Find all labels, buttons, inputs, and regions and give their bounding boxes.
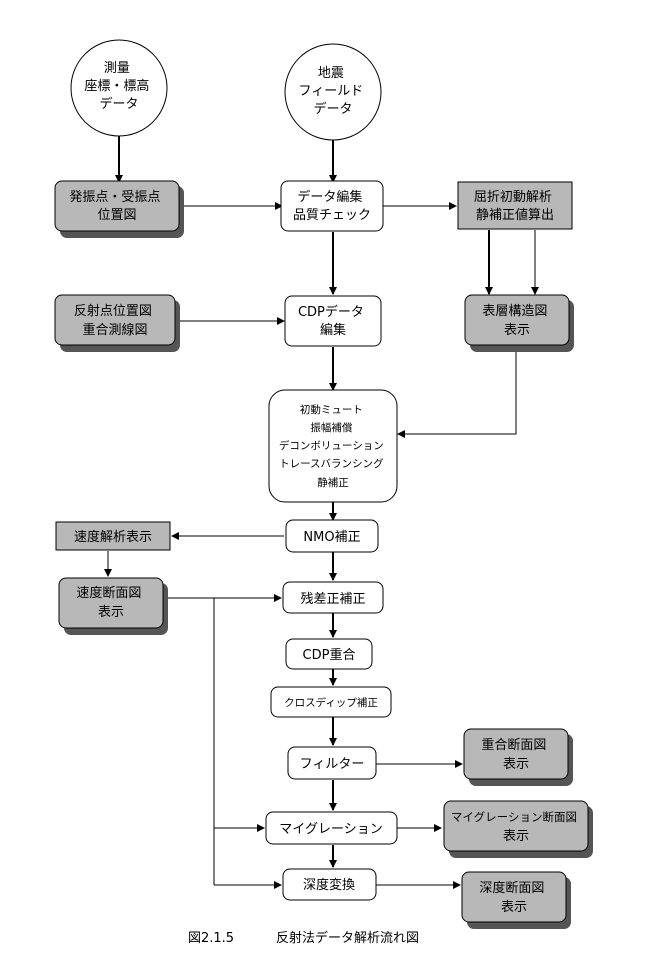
residual-statics-box: 残差正補正	[282, 581, 384, 614]
cdp-stack-label: CDP重合	[303, 647, 356, 663]
shot-receiver-line-2: 位置図	[97, 208, 136, 223]
connectors	[104, 135, 539, 889]
nmo-correction-box: NMO補正	[285, 519, 379, 553]
depth-section-line-1: 深度断面図	[479, 880, 544, 896]
stack-section-line-1: 重合断面図	[481, 737, 546, 753]
svg-text:マイグレーション断面図 表示: マイグレーション断面図 表示	[451, 810, 581, 844]
edit-qc-line-1: データ編集	[297, 189, 362, 205]
data-edit-qc-box: データ編集 品質チェック	[280, 180, 384, 232]
cdp-edit-line-1: CDPデータ	[298, 304, 364, 320]
cross-dip-label: クロスディップ補正	[284, 696, 378, 709]
field-line-2: フィールド	[299, 84, 364, 99]
field-line-1: 地震	[318, 66, 344, 81]
cdp-stack-box: CDP重合	[285, 638, 373, 670]
processing-line-5: 静補正	[317, 476, 349, 489]
depth-section-line-2: 表示	[501, 900, 527, 915]
depth-conv-label: 深度変換	[303, 877, 355, 893]
migration-section-line-2: 表示	[503, 829, 529, 844]
svg-text:反射点位置図 重合測線図: 反射点位置図 重合測線図	[74, 303, 156, 338]
svg-text:初動ミュート 振幅補償 デコンボリュ: 初動ミュート 振幅補償 デコンボリューション トレースバランシング 静補正	[279, 403, 387, 489]
shot-receiver-map-box: 発振点・受振点 位置図	[54, 180, 184, 238]
processing-line-4: トレースバランシング	[279, 457, 384, 470]
filter-box: フィルター	[287, 746, 377, 780]
svg-text:速度断面図 表示: 速度断面図 表示	[76, 585, 145, 620]
processing-line-2: 振幅補償	[310, 421, 352, 434]
velocity-section-box: 速度断面図 表示	[58, 577, 168, 635]
velocity-section-line-2: 表示	[98, 605, 124, 620]
residual-label: 残差正補正	[300, 592, 365, 607]
refraction-analysis-box: 屈折初動解析 静補正値算出	[457, 181, 573, 230]
migration-section-box: マイグレーション断面図 表示	[443, 800, 593, 858]
svg-text:深度断面図 表示: 深度断面図 表示	[479, 880, 548, 915]
field-data-circle: 地震 フィールド データ	[284, 43, 382, 141]
stack-section-line-2: 表示	[503, 757, 529, 772]
velocity-analysis-box: 速度解析表示	[55, 521, 171, 551]
processing-line-3: デコンボリューション	[279, 439, 384, 452]
svg-text:測量 座標・標高 データ: 測量 座標・標高 データ	[84, 61, 153, 112]
cross-dip-correction-box: クロスディップ補正	[270, 686, 392, 718]
svg-text:発振点・受振点 位置図: 発振点・受振点 位置図	[69, 190, 164, 223]
migration-box: マイグレーション	[265, 811, 398, 845]
svg-text:屈折初動解析 静補正値算出: 屈折初動解析 静補正値算出	[474, 190, 556, 223]
velocity-section-line-1: 速度断面図	[76, 585, 141, 601]
filter-label: フィルター	[300, 757, 365, 772]
svg-text:データ編集 品質チェック: データ編集 品質チェック	[293, 189, 371, 223]
nmo-label: NMO補正	[303, 530, 360, 545]
svg-text:表層構造図 表示: 表層構造図 表示	[482, 304, 551, 338]
depth-section-box: 深度断面図 表示	[461, 871, 571, 929]
figure-title: 反射法データ解析流れ図	[276, 931, 420, 946]
survey-data-circle: 測量 座標・標高 データ	[70, 39, 168, 137]
preprocessing-box: 初動ミュート 振幅補償 デコンボリューション トレースバランシング 静補正	[268, 389, 398, 503]
migration-section-line-1: マイグレーション断面図	[451, 810, 577, 824]
survey-line-3: データ	[99, 96, 138, 112]
depth-conversion-box: 深度変換	[282, 868, 377, 901]
surface-layer-line-1: 表層構造図	[482, 304, 547, 319]
figure-number: 図2.1.5	[188, 931, 235, 946]
survey-line-1: 測量	[104, 61, 130, 76]
edit-qc-line-2: 品質チェック	[293, 208, 371, 223]
reflection-point-map-box: 反射点位置図 重合測線図	[54, 294, 180, 352]
surface-layer-line-2: 表示	[504, 323, 530, 338]
svg-text:重合断面図 表示: 重合断面図 表示	[481, 737, 550, 772]
shot-receiver-line-1: 発振点・受振点	[69, 190, 160, 205]
refraction-line-1: 屈折初動解析	[474, 190, 552, 205]
svg-text:地震 フィールド データ: 地震 フィールド データ	[299, 66, 368, 117]
refraction-line-2: 静補正値算出	[476, 207, 554, 223]
cdp-edit-line-2: 編集	[320, 322, 346, 338]
field-line-3: データ	[313, 101, 352, 117]
surface-layer-structure-box: 表層構造図 表示	[464, 294, 574, 352]
reflection-pt-line-1: 反射点位置図	[74, 303, 152, 319]
migration-label: マイグレーション	[279, 822, 382, 837]
svg-text:CDPデータ 編集: CDPデータ 編集	[298, 304, 368, 338]
stack-section-box: 重合断面図 表示	[463, 728, 573, 786]
processing-line-1: 初動ミュート	[300, 403, 363, 416]
survey-line-2: 座標・標高	[84, 78, 149, 94]
cdp-data-edit-box: CDPデータ 編集	[284, 295, 382, 347]
velocity-analysis-label: 速度解析表示	[74, 529, 152, 545]
reflection-pt-line-2: 重合測線図	[82, 322, 147, 338]
